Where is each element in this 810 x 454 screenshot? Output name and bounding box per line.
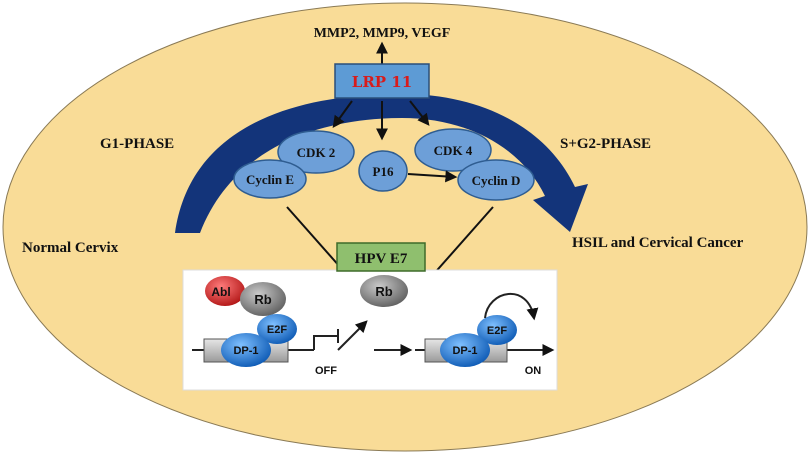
rb-protein-released (360, 275, 408, 307)
on-label: ON (525, 365, 542, 377)
dp1-protein-left (221, 333, 271, 367)
e2f-protein-right (477, 315, 517, 345)
e2f-left-label: E2F (267, 324, 287, 336)
p16-node (358, 150, 408, 192)
release-arrow (337, 320, 368, 351)
hub-to-cdk2-arrow (332, 100, 353, 128)
cdk2-node (277, 130, 355, 174)
start-state-label: Normal Cervix (22, 240, 119, 256)
cdk2-label: CDK 2 (297, 145, 336, 160)
phase-arrow (175, 94, 588, 233)
abl-label: Abl (211, 285, 230, 299)
phase-right-label: S+G2-PHASE (560, 136, 651, 152)
dp1-left-label: DP-1 (233, 345, 258, 357)
hub-box (334, 63, 430, 99)
cyclin-d-node (457, 159, 535, 201)
cyclin-e-node (233, 159, 307, 199)
phase-left-label: G1-PHASE (100, 136, 174, 152)
viral-label: HPV E7 (355, 251, 408, 267)
p16-label: P16 (373, 164, 394, 179)
off-label: OFF (315, 365, 337, 377)
e2f-protein-left (257, 314, 297, 344)
hub-to-cdk4-arrow (409, 100, 430, 126)
cyclin-d-label: Cyclin D (472, 173, 521, 188)
cdk4-label: CDK 4 (434, 143, 473, 158)
top-outputs-label: MMP2, MMP9, VEGF (314, 26, 451, 41)
end-state-label: HSIL and Cervical Cancer (572, 235, 744, 251)
abl-protein (205, 276, 245, 306)
rb-released-label: Rb (375, 284, 392, 299)
activation-loop-arrow (484, 292, 539, 321)
p16-to-cyclin-d-arrow (407, 170, 458, 183)
cyclin-e-label: Cyclin E (246, 172, 294, 187)
viral-box (336, 242, 426, 272)
dp1-protein-right (440, 333, 490, 367)
hub-label: LRP 11 (352, 73, 412, 91)
rb-bound-label: Rb (254, 292, 271, 307)
e2f-right-label: E2F (487, 325, 507, 337)
rb-protein-bound (240, 282, 286, 316)
repression-symbol (313, 329, 339, 350)
dp1-right-label: DP-1 (452, 345, 477, 357)
